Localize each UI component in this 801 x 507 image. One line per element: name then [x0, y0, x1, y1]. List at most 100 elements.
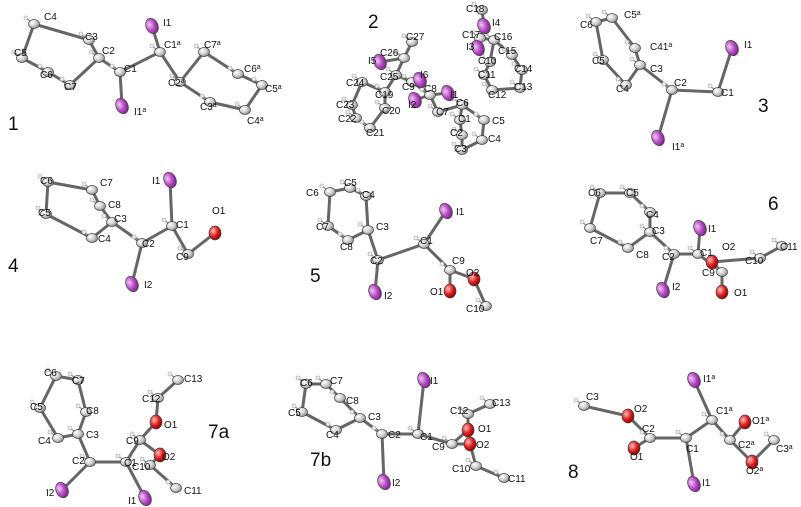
atom-label: I1 — [708, 224, 717, 235]
atom-label: C13 — [492, 398, 511, 409]
atom-label: C6 — [300, 378, 313, 389]
atom-label: C1 — [176, 220, 189, 231]
atom-label: C16 — [494, 32, 513, 43]
atom-C10 — [484, 57, 496, 67]
atom-C11 — [478, 70, 490, 80]
hydrogen-atom-C7 — [427, 103, 433, 109]
atom-C11 — [170, 483, 182, 493]
atom-C2 — [372, 255, 384, 265]
atom-C2 — [668, 249, 680, 259]
atom-label: C7 — [590, 236, 603, 247]
hydrogen-atom-C7 — [317, 217, 323, 223]
atom-C3 — [634, 60, 646, 70]
atom-C20 — [379, 103, 391, 113]
atom-label: I6 — [420, 70, 429, 81]
bond-C2a-C7a — [178, 50, 206, 84]
atom-label: C5 — [38, 208, 51, 219]
atom-C8 — [342, 235, 354, 245]
atom-label: C2 — [102, 46, 115, 57]
hydrogen-atom-C6 — [37, 63, 43, 69]
atom-C5 — [34, 403, 46, 413]
atom-label: O1 — [430, 287, 444, 298]
atom-label: C12 — [488, 90, 507, 101]
atom-label: C12 — [450, 406, 469, 417]
atom-C1 — [418, 239, 430, 249]
atom-label: C13 — [514, 82, 533, 93]
hydrogen-atom-C4 — [47, 429, 53, 435]
atom-C12 — [152, 393, 164, 403]
atom-C3 — [644, 227, 656, 237]
atom-C41a — [629, 43, 641, 53]
atom-label: C2 — [642, 424, 655, 435]
hydrogen-atom-C4 — [615, 76, 621, 82]
atom-label: I2 — [392, 478, 401, 489]
hydrogen-atom-C4 — [325, 421, 331, 427]
atom-label: C8 — [424, 84, 437, 95]
atom-label: C4 — [646, 210, 659, 221]
hydrogen-atom-C3 — [639, 223, 645, 229]
atom-label: C10 — [478, 56, 497, 67]
atom-C12 — [486, 85, 498, 95]
hydrogen-atom-C1 — [413, 235, 419, 241]
atom-label: C3 — [114, 214, 127, 225]
atom-label: C22 — [338, 114, 357, 125]
atom-label: C3 — [652, 226, 665, 237]
atom-C6 — [456, 100, 468, 110]
atom-label: C6 — [40, 176, 53, 187]
atom-C4 — [28, 19, 40, 29]
atom-I1 — [163, 171, 177, 189]
atom-label: C5 — [592, 56, 605, 67]
atom-C5 — [296, 407, 308, 417]
atom-label: C9 — [402, 82, 415, 93]
bond-C2-C1 — [140, 224, 174, 245]
bond-C1-I1 — [416, 378, 426, 436]
atom-label: O2 — [466, 268, 480, 279]
atom-C5 — [478, 115, 490, 125]
hydrogen-atom-C10 — [139, 456, 145, 462]
hydrogen-atom-C12 — [147, 389, 153, 395]
atom-C3 — [72, 429, 84, 439]
atom-label: I1 — [163, 18, 172, 29]
atom-label: C13 — [184, 374, 203, 385]
hydrogen-atom-C11 — [771, 237, 777, 243]
hydrogen-atom-C5 — [11, 49, 17, 55]
atom-label: I2 — [672, 282, 681, 293]
atom-label: C7a — [204, 40, 221, 52]
atom-label: C7 — [436, 107, 449, 118]
atom-label: C7 — [330, 376, 343, 387]
hydrogen-atom-C7 — [315, 375, 321, 381]
atom-I1a — [651, 129, 665, 147]
hydrogen-atom-C4 — [23, 15, 29, 21]
bond-C6-C5 — [594, 20, 605, 62]
atom-label: C11 — [780, 242, 798, 253]
hydrogen-atom-C5 — [35, 205, 41, 211]
bond-C2-C1 — [376, 242, 426, 262]
atom-C16 — [488, 35, 500, 45]
atom-label: C17 — [462, 30, 481, 41]
bond-C3-C2 — [366, 228, 380, 262]
hydrogen-atom-C3a — [199, 93, 205, 99]
atom-C6 — [42, 177, 54, 187]
atom-label: I1 — [152, 176, 161, 187]
atom-label: C8 — [346, 396, 359, 407]
hydrogen-atom-C1 — [407, 425, 413, 431]
hydrogen-atom-C5 — [29, 399, 35, 405]
atom-label: I1 — [430, 376, 439, 387]
hydrogen-atom-C5 — [473, 111, 479, 117]
hydrogen-atom-C9 — [439, 261, 445, 267]
atom-I2 — [377, 473, 391, 491]
atom-label: C26 — [380, 48, 399, 59]
hydrogen-atom-C8 — [329, 389, 335, 395]
compound-number: 7a — [208, 422, 230, 443]
atom-C2 — [456, 130, 468, 140]
atom-label: C3a — [776, 444, 793, 456]
bond-C7-C8 — [588, 226, 630, 250]
atom-label: C20 — [382, 106, 401, 117]
atom-label: C1 — [686, 444, 699, 455]
atom-O1 — [149, 414, 163, 430]
hydrogen-atom-C10 — [749, 249, 755, 255]
